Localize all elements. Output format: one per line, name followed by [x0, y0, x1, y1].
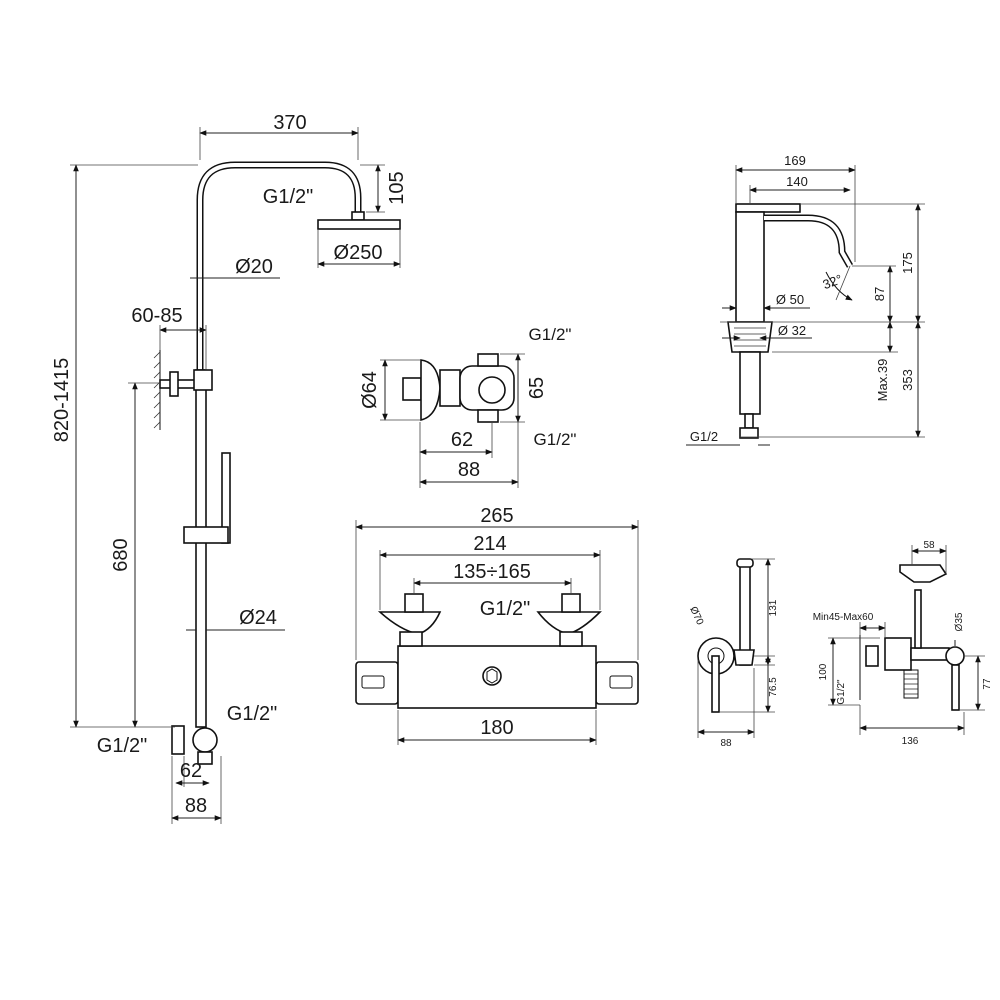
dim-60-85: 60-85	[131, 305, 182, 327]
tm-eccentric-right	[536, 611, 602, 635]
tm-stub-left	[404, 593, 424, 613]
wm-nut	[439, 369, 461, 407]
wm-thread-top: G1/2"	[529, 325, 572, 344]
bracket-clamp	[193, 369, 213, 391]
bs-dim-88: 88	[720, 738, 732, 749]
wm-dim-88: 88	[458, 459, 480, 481]
tm-dim-265: 265	[480, 505, 513, 527]
bs-holder-base	[733, 649, 755, 666]
bsec-outlet	[910, 647, 950, 661]
bsec-dim-77: 77	[982, 678, 993, 690]
bsec-dim-min45-max60: Min45-Max60	[813, 612, 874, 623]
mixer-outlet	[197, 751, 213, 765]
wm-bottom-port	[477, 409, 499, 423]
bm-thread: G1/2	[690, 429, 718, 444]
bm-hose	[744, 413, 754, 429]
wm-handle	[402, 377, 422, 401]
bm-connector	[739, 427, 759, 439]
bm-shank	[739, 351, 761, 415]
bm-spout	[764, 214, 854, 268]
bm-base	[727, 321, 773, 353]
bm-dim-d32: Ø 32	[778, 323, 806, 338]
bsec-sprayer	[899, 564, 948, 583]
bm-dim-169: 169	[784, 153, 806, 168]
tm-dim-214: 214	[473, 533, 506, 555]
basin-mixer-view: 169 140 175 87 32° Ø 50 Ø 32 Max.39 353 …	[686, 153, 925, 446]
bm-dim-353: 353	[900, 369, 915, 391]
wm-dim-64: Ø64	[359, 371, 381, 409]
label-thread-right: G1/2"	[227, 703, 277, 725]
dim-105: 105	[386, 171, 408, 204]
wall-hatch	[153, 351, 161, 429]
dim-d20: Ø20	[235, 256, 273, 278]
shower-head-connector	[351, 211, 365, 221]
riser-pipe-inner	[198, 163, 360, 727]
bidet-section-view: 58 Min45-Max60 Ø35 100 G1/2" 77 136	[813, 540, 993, 747]
label-thread-top: G1/2"	[263, 186, 313, 208]
bm-dim-175: 175	[900, 252, 915, 274]
tm-thread: G1/2"	[480, 598, 530, 620]
tm-dim-180: 180	[480, 717, 513, 739]
mixer-body	[192, 727, 218, 753]
bsec-hose	[914, 589, 922, 649]
bidet-side-view: 131 76.5 Ø70 88	[687, 558, 779, 749]
dim-250: Ø250	[334, 242, 383, 264]
tm-eccentric-left	[377, 611, 442, 635]
tm-nut-left	[399, 631, 423, 647]
wm-outlet	[478, 376, 506, 404]
wm-dim-62: 62	[451, 429, 473, 451]
bm-dim-140: 140	[786, 174, 808, 189]
wm-dim-65: 65	[526, 377, 548, 399]
bs-dim-131: 131	[768, 599, 779, 616]
bs-dim-76-5: 76.5	[768, 677, 779, 697]
tm-dim-135-165: 135÷165	[453, 561, 531, 583]
dim-88: 88	[185, 795, 207, 817]
wm-thread-bottom: G1/2"	[534, 430, 577, 449]
bm-body	[735, 211, 765, 323]
wm-top-port	[477, 353, 499, 367]
shower-head	[317, 219, 401, 230]
thermostatic-mixer-view: 265 214 135÷165 G1/2" 180	[355, 505, 639, 745]
bs-holder-top	[736, 558, 754, 568]
slider-clamp	[183, 526, 229, 544]
tm-center-knob	[482, 666, 502, 686]
dim-d24: Ø24	[239, 607, 277, 629]
bm-dim-87: 87	[872, 287, 887, 301]
bsec-wall-nut	[865, 645, 879, 667]
bm-angle: 32°	[821, 271, 845, 292]
bsec-dim-136: 136	[902, 736, 919, 747]
bsec-thread-hatch	[904, 673, 918, 695]
bs-lever	[711, 655, 720, 713]
wall-mixer-side-view: G1/2" Ø64 65 62 G1/2" 88	[359, 325, 576, 488]
dim-62: 62	[180, 760, 202, 782]
bsec-valve	[884, 637, 912, 671]
lower-bar	[195, 369, 207, 728]
bs-dim-d70: Ø70	[687, 605, 705, 627]
tm-stub-right	[561, 593, 581, 613]
bsec-lever	[951, 664, 960, 711]
mixer-handle	[171, 725, 185, 755]
wall-bracket-plate	[169, 371, 179, 397]
bsec-thread: G1/2"	[836, 679, 847, 705]
bsec-dim-100: 100	[818, 663, 829, 680]
label-thread-left: G1/2"	[97, 735, 147, 757]
bsec-dim-58: 58	[923, 540, 935, 551]
dim-680: 680	[110, 538, 132, 571]
bsec-knob	[945, 646, 965, 666]
tm-nut-right	[559, 631, 583, 647]
shower-column-view: 370 105 G1/2" Ø250 Ø20 60-85 820-1415 68…	[51, 112, 408, 824]
dim-370: 370	[273, 112, 306, 134]
dim-820-1415: 820-1415	[51, 358, 73, 443]
bsec-dim-d35: Ø35	[954, 612, 965, 631]
bm-dim-d50: Ø 50	[776, 292, 804, 307]
wm-cover	[420, 359, 441, 422]
bm-dim-max39: Max.39	[875, 359, 890, 402]
bm-handle	[735, 203, 801, 213]
